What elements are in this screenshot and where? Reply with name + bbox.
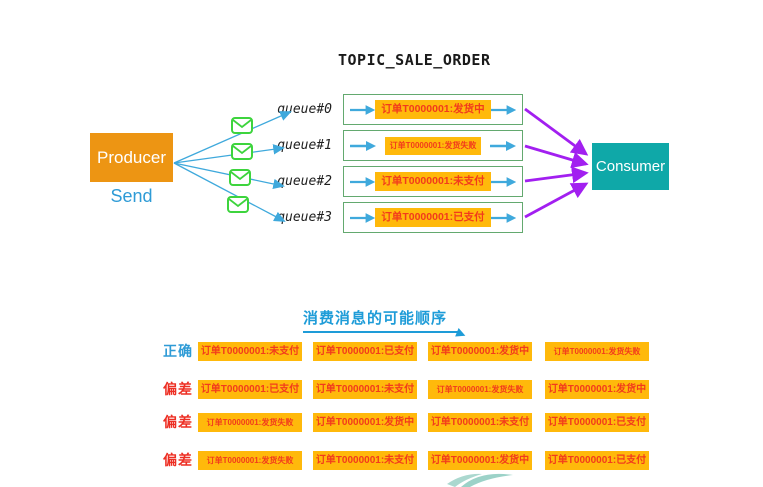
consumer-box: Consumer <box>592 143 669 190</box>
queue-label: queue#2 <box>277 174 332 189</box>
order-message-box: 订单T0000001:发货失败 <box>198 451 302 470</box>
consumption-row: 偏差订单T0000001:发货失败订单T0000001:发货中订单T000000… <box>0 413 763 432</box>
consumption-title: 消费消息的可能顺序 ▶ <box>303 307 468 341</box>
arrow-right-icon: ▶ <box>454 326 468 342</box>
order-message-box: 订单T0000001:未支付 <box>313 380 417 399</box>
queue-message: 订单T0000001:发货中 <box>375 100 491 119</box>
queue-box: 订单T0000001:已支付 <box>343 202 523 233</box>
envelope-icon <box>231 143 253 160</box>
flow-arrow-icon <box>350 176 376 187</box>
consumption-row: 偏差订单T0000001:已支付订单T0000001:未支付订单T0000001… <box>0 380 763 399</box>
queue-message: 订单T0000001:发货失败 <box>384 136 482 155</box>
send-label: Send <box>110 186 153 206</box>
flow-arrow-icon <box>350 104 376 115</box>
row-verdict-label: 正确 <box>163 343 193 359</box>
consumption-title-text: 消费消息的可能顺序 <box>303 310 448 327</box>
order-message-box: 订单T0000001:已支付 <box>545 413 649 432</box>
row-verdict-label: 偏差 <box>163 414 193 430</box>
order-message-box: 订单T0000001:发货中 <box>428 342 532 361</box>
order-message-box: 订单T0000001:发货失败 <box>198 413 302 432</box>
flow-arrow-icon <box>350 140 376 151</box>
flow-arrow-icon <box>490 176 516 187</box>
flow-arrow-icon <box>350 212 376 223</box>
order-message-box: 订单T0000001:发货失败 <box>545 342 649 361</box>
queue-box: 订单T0000001:发货失败 <box>343 130 523 161</box>
order-message-box: 订单T0000001:发货中 <box>545 380 649 399</box>
watermark-swoosh <box>447 473 513 487</box>
flow-arrow-icon <box>490 212 516 223</box>
queue-box: 订单T0000001:未支付 <box>343 166 523 197</box>
queue-label: queue#3 <box>277 210 332 225</box>
row-verdict-label: 偏差 <box>163 381 193 397</box>
order-message-box: 订单T0000001:未支付 <box>313 451 417 470</box>
order-message-box: 订单T0000001:未支付 <box>198 342 302 361</box>
order-message-box: 订单T0000001:发货中 <box>428 451 532 470</box>
consumption-row: 正确订单T0000001:未支付订单T0000001:已支付订单T0000001… <box>0 342 763 361</box>
consume-arrows <box>524 107 589 219</box>
queue-box: 订单T0000001:发货中 <box>343 94 523 125</box>
envelope-icon <box>227 196 249 213</box>
flow-arrow-icon <box>490 104 516 115</box>
queue-label: queue#0 <box>277 102 332 117</box>
order-message-box: 订单T0000001:发货失败 <box>428 380 532 399</box>
order-message-box: 订单T0000001:已支付 <box>545 451 649 470</box>
queue-row: queue#1 订单T0000001:发货失败 <box>270 130 523 161</box>
order-message-box: 订单T0000001:发货中 <box>313 413 417 432</box>
queue-row: queue#3 订单T0000001:已支付 <box>270 202 523 233</box>
queue-label: queue#1 <box>277 138 332 153</box>
topic-title: TOPIC_SALE_ORDER <box>338 51 491 69</box>
envelope-icon <box>231 117 253 134</box>
queue-row: queue#0 订单T0000001:发货中 <box>270 94 523 125</box>
order-message-box: 订单T0000001:已支付 <box>313 342 417 361</box>
order-message-box: 订单T0000001:未支付 <box>428 413 532 432</box>
row-verdict-label: 偏差 <box>163 452 193 468</box>
consumption-row: 偏差订单T0000001:发货失败订单T0000001:未支付订单T000000… <box>0 451 763 470</box>
order-message-box: 订单T0000001:已支付 <box>198 380 302 399</box>
queue-row: queue#2 订单T0000001:未支付 <box>270 166 523 197</box>
envelope-icon <box>229 169 251 186</box>
flow-arrow-icon <box>489 140 516 151</box>
queue-message: 订单T0000001:已支付 <box>375 208 491 227</box>
queue-message: 订单T0000001:未支付 <box>375 172 491 191</box>
producer-box: Producer <box>90 133 173 182</box>
